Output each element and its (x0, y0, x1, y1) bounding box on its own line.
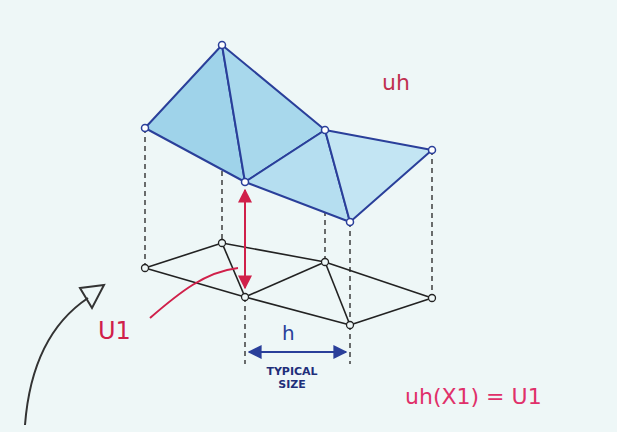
dimension-label: h (282, 322, 295, 345)
base-nodes (142, 240, 436, 329)
dimension-note: TYPICAL SIZE (262, 366, 322, 391)
equation-label: uh(X1) = U1 (405, 384, 542, 409)
curved-arrow (25, 298, 88, 425)
dimension-arrow (249, 351, 346, 353)
arrow-head (80, 285, 104, 308)
surface-nodes (142, 42, 436, 226)
value-arrow (244, 190, 246, 288)
value-label: U1 (98, 318, 131, 346)
projection-lines (145, 45, 432, 364)
base-mesh (145, 243, 432, 325)
surface-triangles (145, 45, 432, 222)
function-label: uh (382, 70, 410, 95)
leader-line (150, 268, 238, 318)
